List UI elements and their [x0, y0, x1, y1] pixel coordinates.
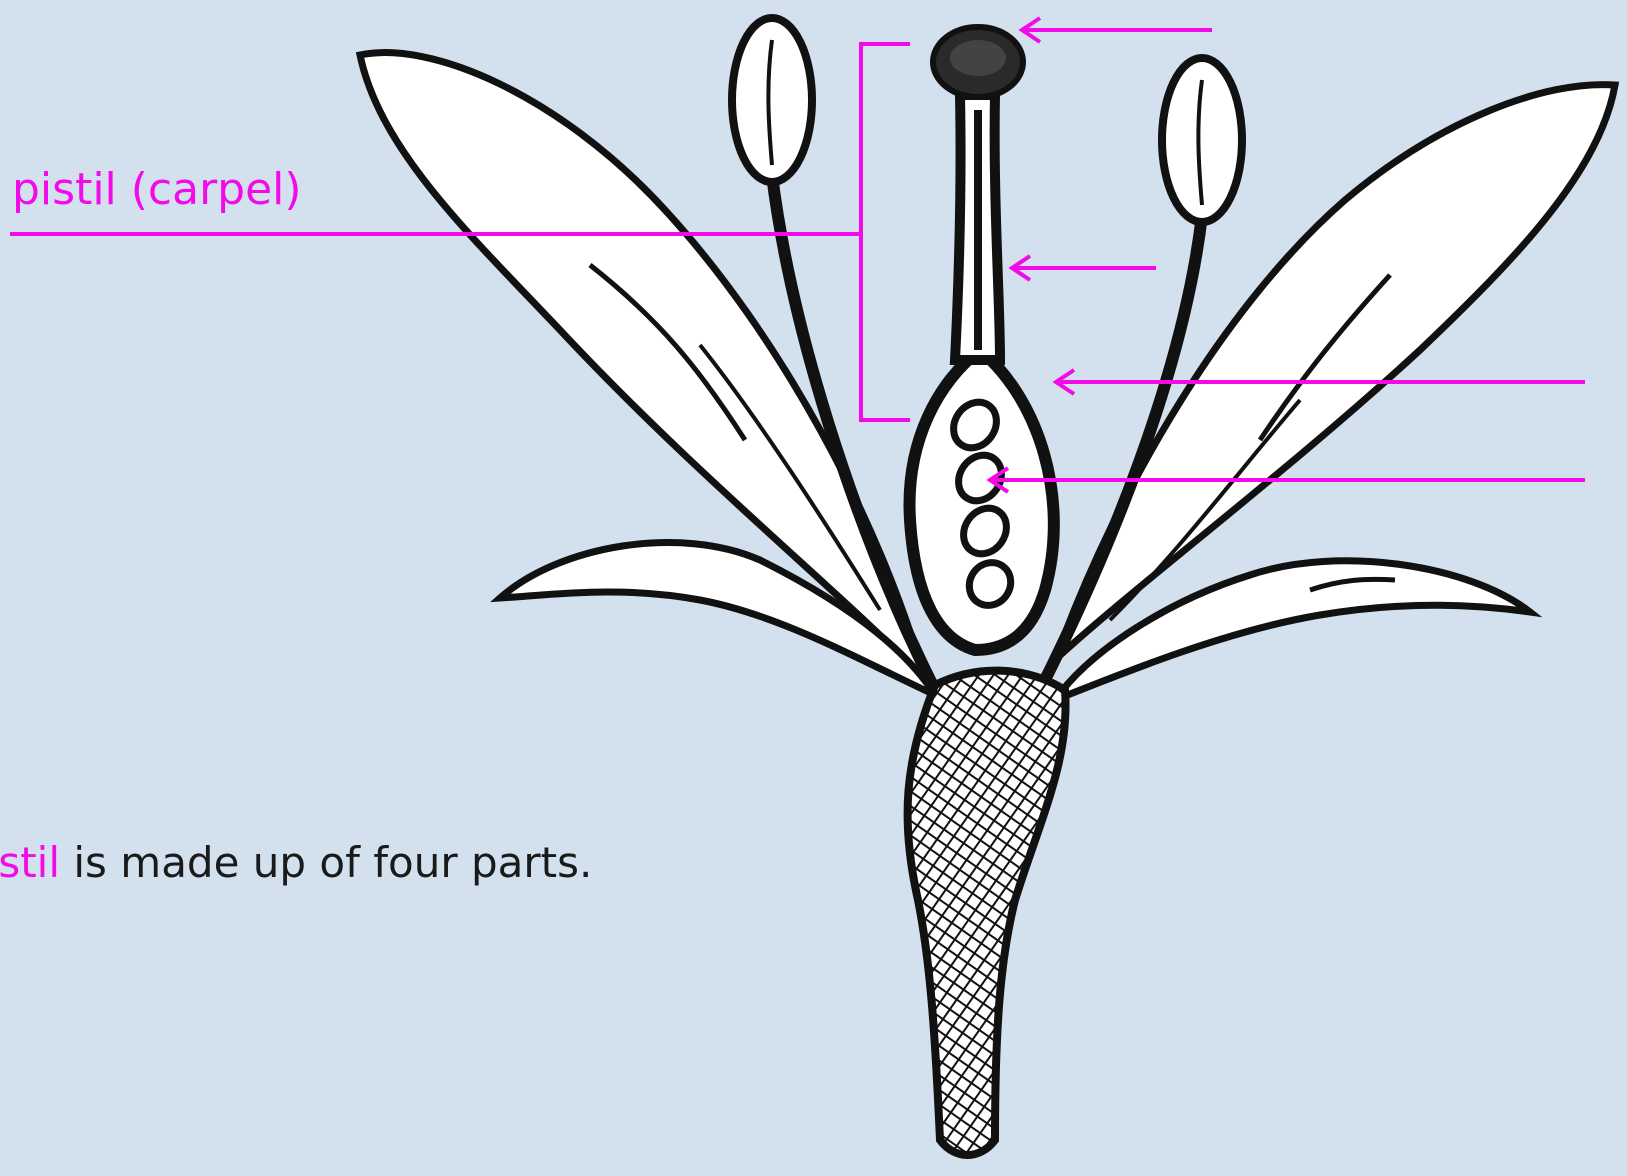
caption-highlight: pistil: [0, 838, 60, 887]
pistil-label: pistil (carpel): [12, 164, 302, 216]
caption-rest: is made up of four parts.: [60, 838, 592, 887]
arrow-style: [1012, 256, 1156, 280]
receptacle-and-stem: [908, 671, 1066, 1155]
arrow-ovule: [990, 468, 1585, 492]
pistil-bracket: [861, 44, 910, 420]
caption-text: pistil is made up of four parts.: [0, 838, 592, 888]
arrow-stigma: [1022, 18, 1212, 42]
